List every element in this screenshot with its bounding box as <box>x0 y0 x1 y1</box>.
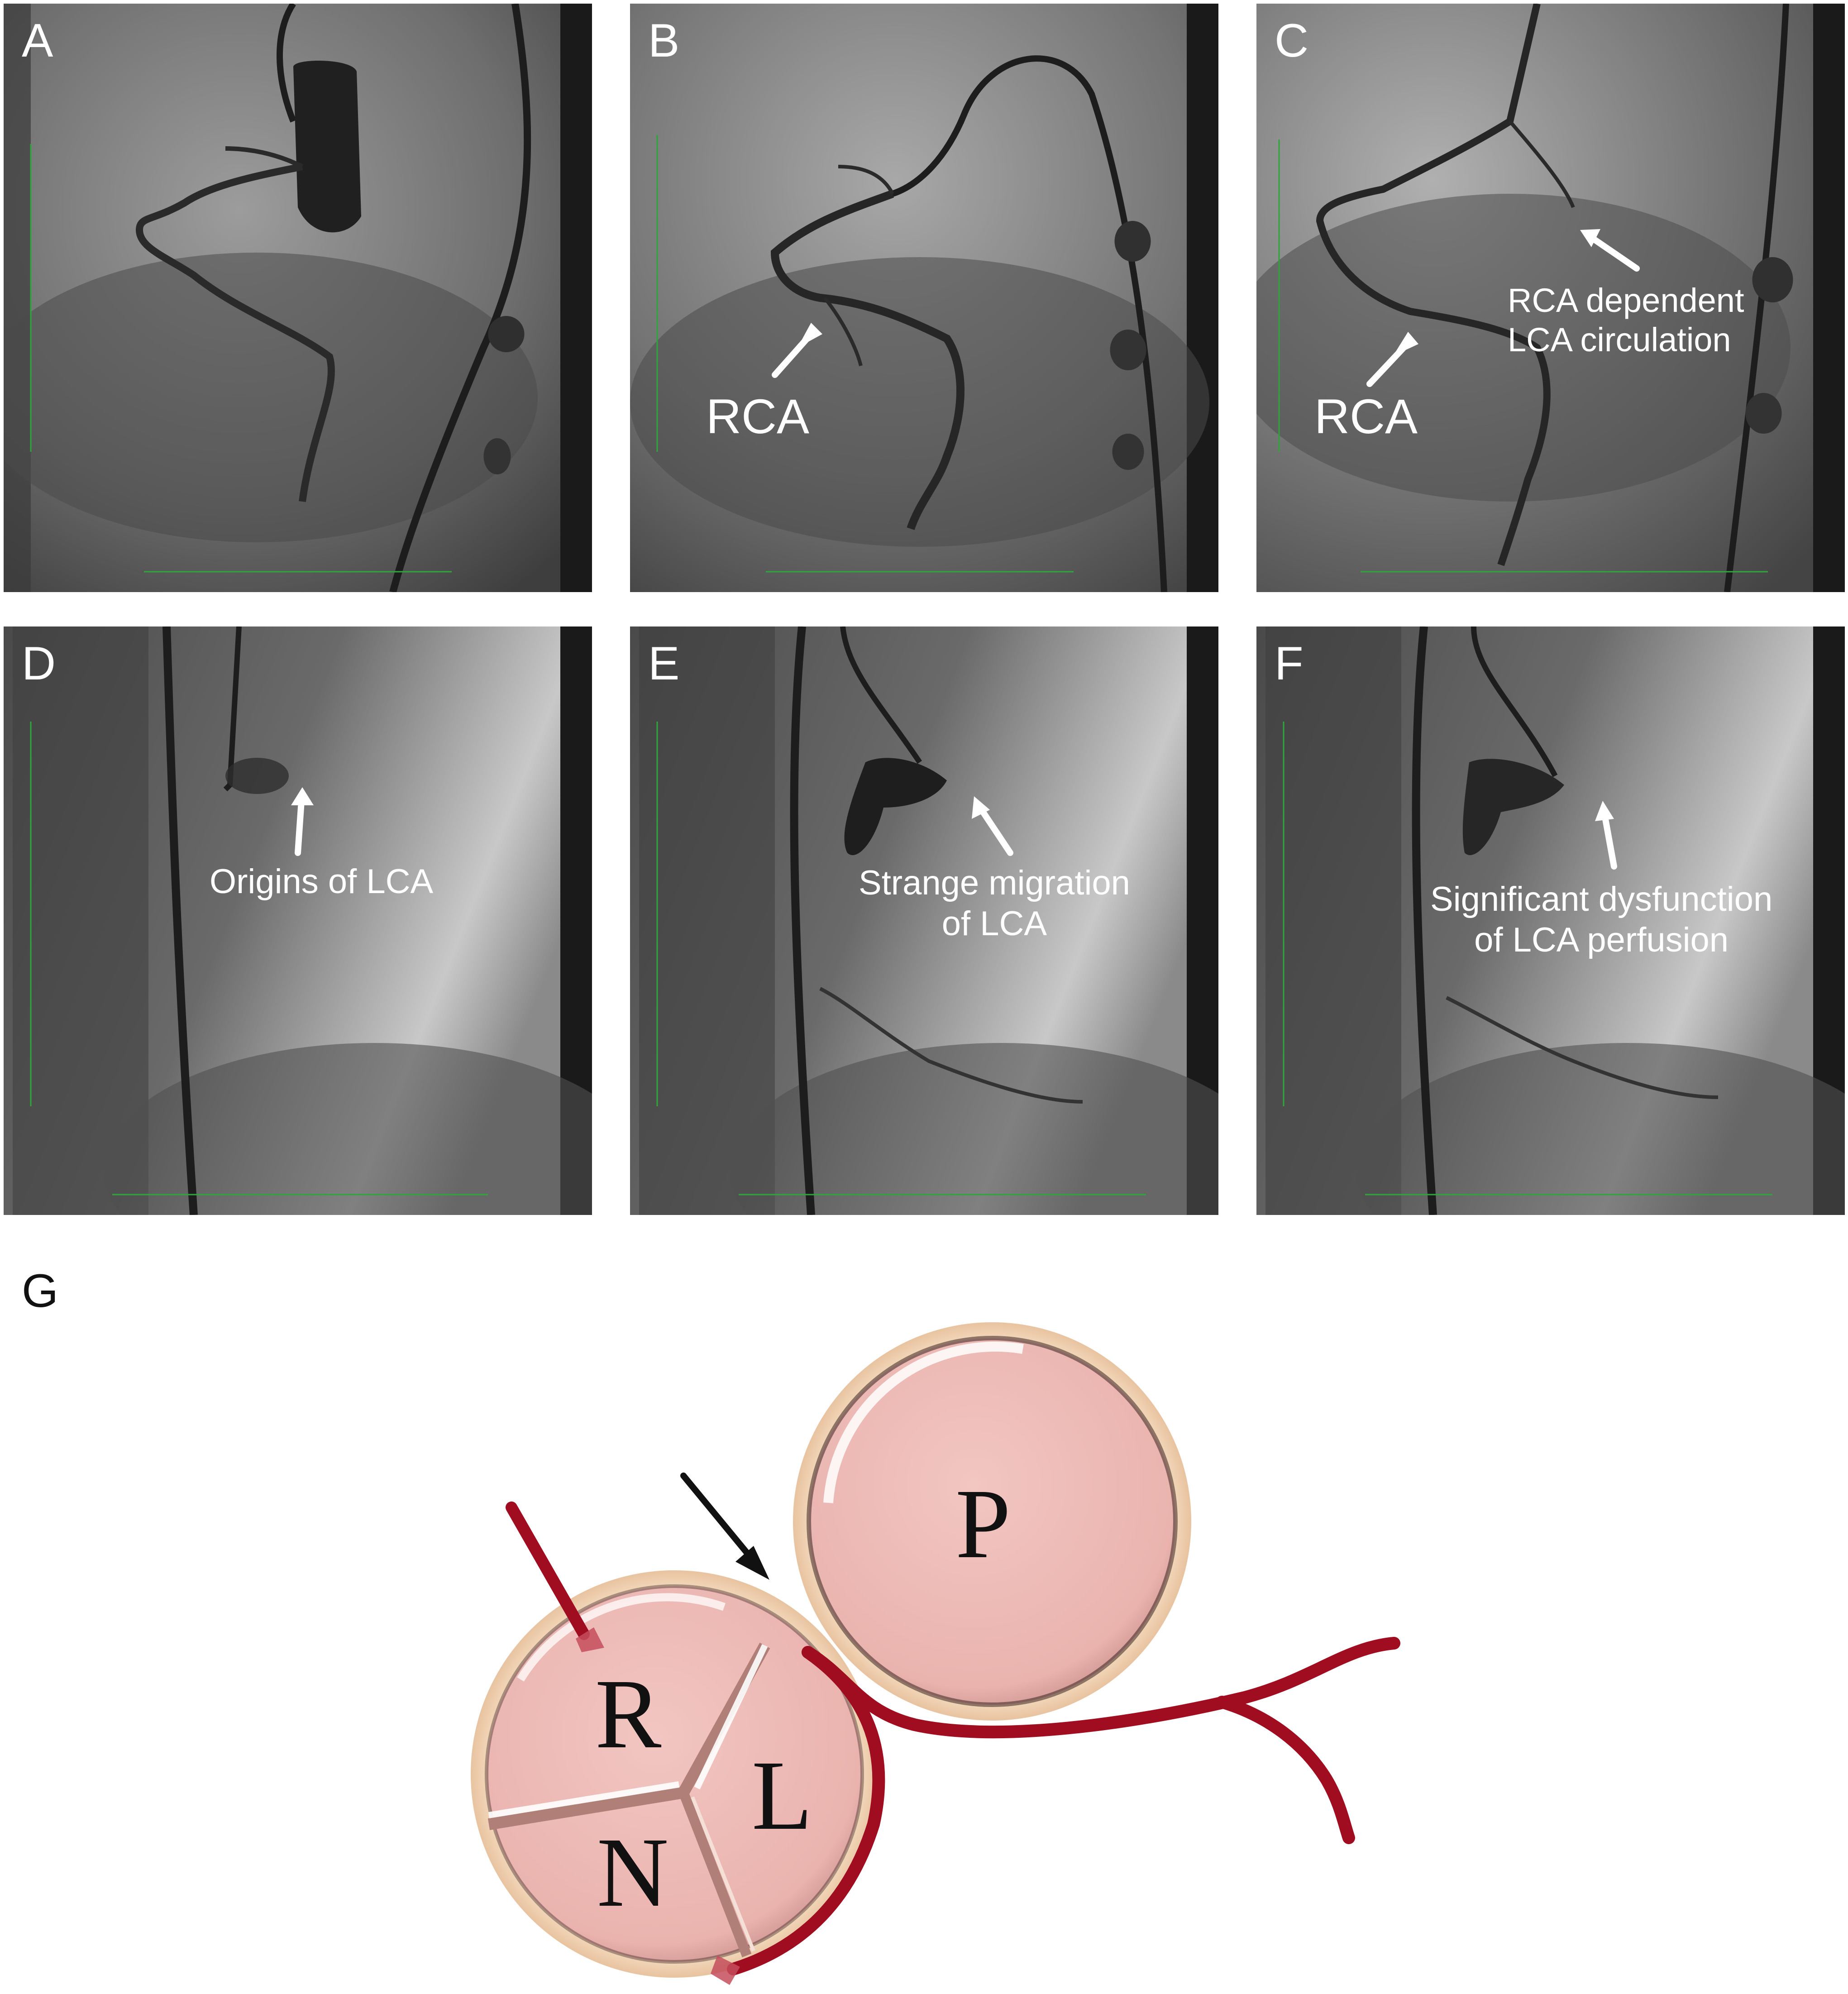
aortic-pulmonary-schematic: P R L N <box>471 1322 1400 1985</box>
annotation-rca-c: RCA <box>1314 389 1418 444</box>
angiogram-e-image <box>630 626 1218 1215</box>
angiogram-panel-f: F Significant dysfunction of LCA perfusi… <box>1256 626 1845 1215</box>
angiogram-panel-c: C RCA RCA dependent LCA circulation <box>1256 4 1845 592</box>
panel-label-f: F <box>1275 637 1304 690</box>
angiogram-f-image <box>1256 626 1845 1215</box>
annotation-rca-b: RCA <box>706 389 810 444</box>
annotation-significant-dysfunction-f: Significant dysfunction of LCA perfusion <box>1430 879 1772 960</box>
angiogram-b-image <box>630 4 1218 592</box>
angiogram-a-image <box>4 4 592 592</box>
pulmonary-valve: P <box>793 1322 1191 1721</box>
right-coronary-artery <box>506 1501 604 1652</box>
panel-label-g: G <box>22 1265 58 1317</box>
annotation-strange-migration-e: Strange migration of LCA <box>859 863 1130 944</box>
pulmonary-label: P <box>955 1468 1011 1579</box>
annotation-e-line2: of LCA <box>941 904 1047 943</box>
panel-label-e: E <box>648 637 680 690</box>
annotation-c-line2: LCA circulation <box>1508 321 1731 359</box>
aortic-valve: R L N <box>471 1570 878 1978</box>
panel-label-b: B <box>648 14 680 67</box>
annotation-rca-dependent-c: RCA dependent LCA circulation <box>1508 281 1744 360</box>
pointer-arrow <box>680 1473 769 1580</box>
annotation-f-line1: Significant dysfunction <box>1430 880 1773 918</box>
angiogram-d-image <box>4 626 592 1215</box>
angiogram-panel-d: D Origins of LCA <box>4 626 592 1215</box>
panel-label-d: D <box>22 637 56 690</box>
angiogram-c-image <box>1256 4 1845 592</box>
cusp-label-left: L <box>752 1740 812 1851</box>
left-coronary-artery <box>711 1637 1400 1985</box>
angiogram-panel-b: B RCA <box>630 4 1218 592</box>
angiogram-panel-e: E Strange migration of LCA <box>630 626 1218 1215</box>
panel-label-c: C <box>1275 14 1309 67</box>
panel-label-a: A <box>22 14 53 67</box>
annotation-c-line1: RCA dependent <box>1508 282 1744 319</box>
annotation-f-line2: of LCA perfusion <box>1474 920 1729 959</box>
angiogram-panel-a: A <box>4 4 592 592</box>
annotation-e-line1: Strange migration <box>859 864 1130 902</box>
cusp-label-right: R <box>595 1659 662 1769</box>
annotation-origins-lca-d: Origins of LCA <box>210 862 434 901</box>
cusp-label-noncoronary: N <box>597 1817 669 1927</box>
